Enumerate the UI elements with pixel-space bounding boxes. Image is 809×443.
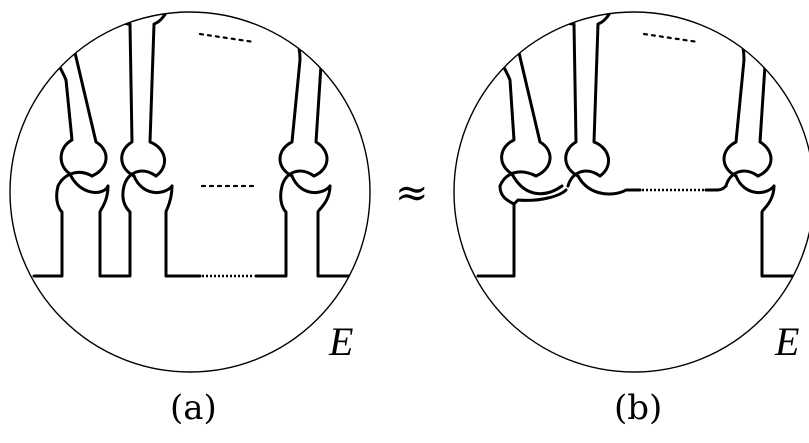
band-b-2 [552, 12, 642, 196]
band-a-1 [32, 14, 130, 278]
band-a-2 [108, 12, 202, 278]
band-b-1 [476, 14, 564, 278]
caption-b: (b) [614, 388, 663, 428]
caption-a: (a) [170, 388, 217, 428]
panel-b [453, 11, 809, 373]
disk-boundary-b [453, 11, 809, 373]
ellipsis-top-b [642, 32, 700, 44]
panel-a [9, 11, 371, 373]
band-b-n [704, 18, 802, 278]
surface-label-b: E [775, 319, 800, 364]
ellipsis-top-a [198, 32, 256, 44]
disk-boundary-a [9, 11, 371, 373]
surface-label-a: E [329, 319, 354, 364]
band-a-n [254, 18, 362, 278]
approx-symbol: ≈ [395, 170, 429, 216]
